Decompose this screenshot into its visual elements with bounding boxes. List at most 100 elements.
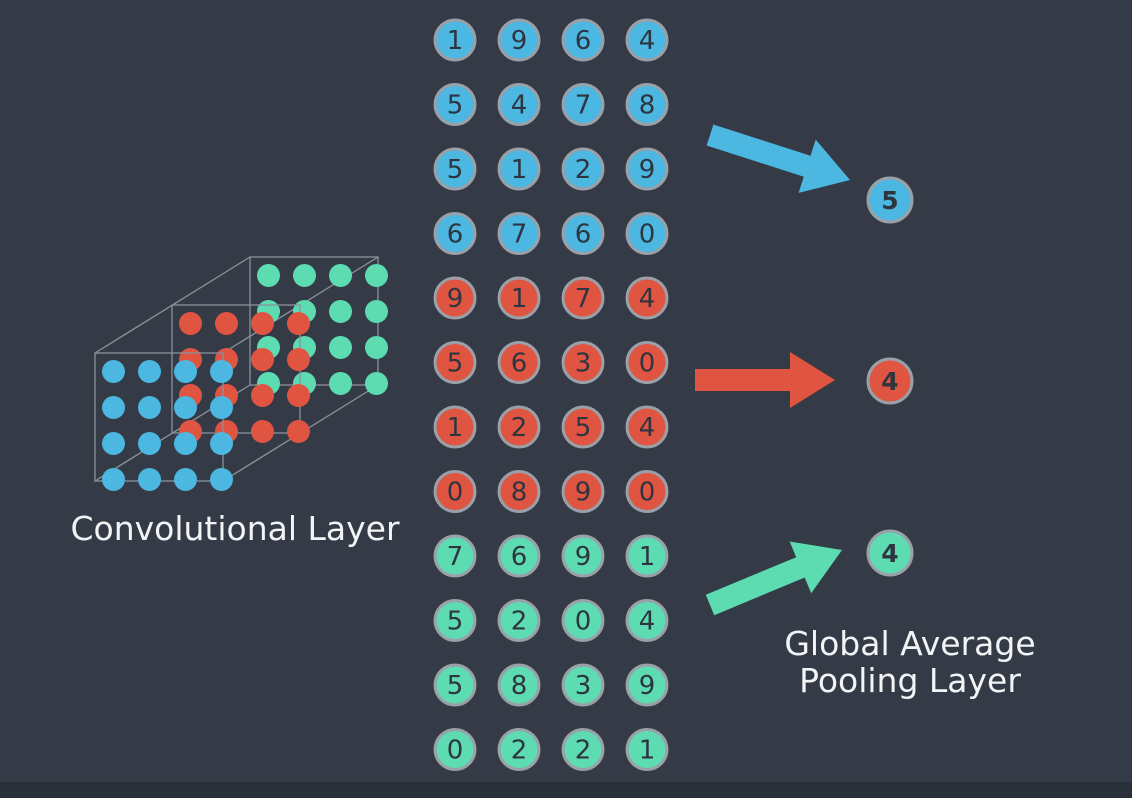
value-digit: 2 [511,607,528,637]
value-digit: 1 [447,413,464,443]
gap-layer-label-line1: Global Average [784,624,1036,663]
value-circle-red [561,341,605,384]
value-circle-red [433,470,477,513]
feature-map-cell-green [293,264,316,287]
value-digit: 1 [447,26,464,56]
value-digit: 9 [511,26,528,56]
value-circle-blue [497,83,541,126]
value-circle-green [433,599,477,642]
feature-map-cell-green [365,336,388,359]
feature-map-cell-green [329,300,352,323]
feature-map-cell-red [287,420,310,443]
value-circle-green [433,663,477,707]
value-circle-blue [625,83,669,126]
gap-layer-label: Global Average Pooling Layer [755,625,1065,699]
feature-map-cell-blue [138,432,161,455]
feature-map-cell-blue [174,468,197,491]
feature-map-cell-blue [174,396,197,419]
feature-map-cell-red [251,312,274,335]
value-circle-green [433,728,477,771]
value-digit: 7 [447,542,464,572]
value-circle-green [561,599,605,642]
value-circle-red [561,276,605,320]
value-circle-red [561,405,605,449]
feature-map-cell-blue [138,396,161,419]
value-digit: 8 [639,91,656,121]
feature-map-cell-blue [210,432,233,455]
value-circle-blue [561,18,605,62]
value-digit: 0 [447,736,464,766]
value-circle-blue [497,18,541,62]
feature-map-cell-blue [210,468,233,491]
value-circle-red [433,276,477,320]
value-digit: 3 [575,349,592,379]
feature-map-cell-blue [102,432,125,455]
feature-map-cell-red [287,384,310,407]
value-digit: 6 [575,220,592,250]
value-circle-red [497,341,541,384]
value-digit: 0 [447,478,464,508]
value-circle-blue [561,212,605,255]
value-circle-red [625,405,669,449]
value-digit: 5 [575,413,592,443]
pooled-value-circle-green [866,529,914,577]
value-digit: 5 [447,671,464,701]
value-digit: 2 [575,736,592,766]
gap-layer-label-line2: Pooling Layer [799,661,1021,700]
feature-map-cell-red [179,312,202,335]
pooled-value-circle-red [866,357,914,405]
value-digit: 6 [575,26,592,56]
value-circle-blue [561,147,605,191]
feature-map-cell-red [251,384,274,407]
value-circle-red [625,470,669,513]
bottom-bar [0,782,1132,798]
feature-map-cell-green [257,264,280,287]
arrow-right-up-icon [705,541,842,616]
value-circle-blue [433,212,477,255]
value-digit: 1 [639,736,656,766]
pooled-value-digit: 5 [881,186,898,215]
value-circle-red [497,470,541,513]
conv-layer-label: Convolutional Layer [70,509,400,548]
value-digit: 1 [511,284,528,314]
value-digit: 9 [639,155,656,185]
feature-map-cell-blue [102,396,125,419]
value-circle-blue [433,83,477,126]
value-circle-green [497,599,541,642]
value-digit: 0 [575,607,592,637]
value-circle-blue [561,83,605,126]
value-circle-green [561,728,605,771]
feature-map-cell-red [215,312,238,335]
value-digit: 0 [639,220,656,250]
value-digit: 7 [575,91,592,121]
value-digit: 2 [511,413,528,443]
feature-map-cell-blue [210,396,233,419]
value-circle-red [497,276,541,320]
value-digit: 7 [575,284,592,314]
feature-map-cell-blue [174,432,197,455]
value-circle-green [625,534,669,578]
pooling-arrows [695,124,850,616]
value-digit: 5 [447,91,464,121]
pooled-outputs: 544 [866,176,914,577]
value-circle-green [625,728,669,771]
feature-map-cell-blue [210,360,233,383]
value-circle-red [625,341,669,384]
value-digit: 6 [511,542,528,572]
value-circle-blue [433,147,477,191]
value-digit: 4 [511,91,528,121]
value-digit: 7 [511,220,528,250]
feature-map-cell-green [329,372,352,395]
value-digit: 1 [639,542,656,572]
value-circle-green [497,728,541,771]
value-digit: 8 [511,478,528,508]
value-circle-blue [625,212,669,255]
value-digit: 4 [639,607,656,637]
value-circle-green [497,663,541,707]
value-digit: 4 [639,413,656,443]
value-digit: 2 [511,736,528,766]
value-digit: 9 [575,542,592,572]
feature-map-cell-red [287,348,310,371]
